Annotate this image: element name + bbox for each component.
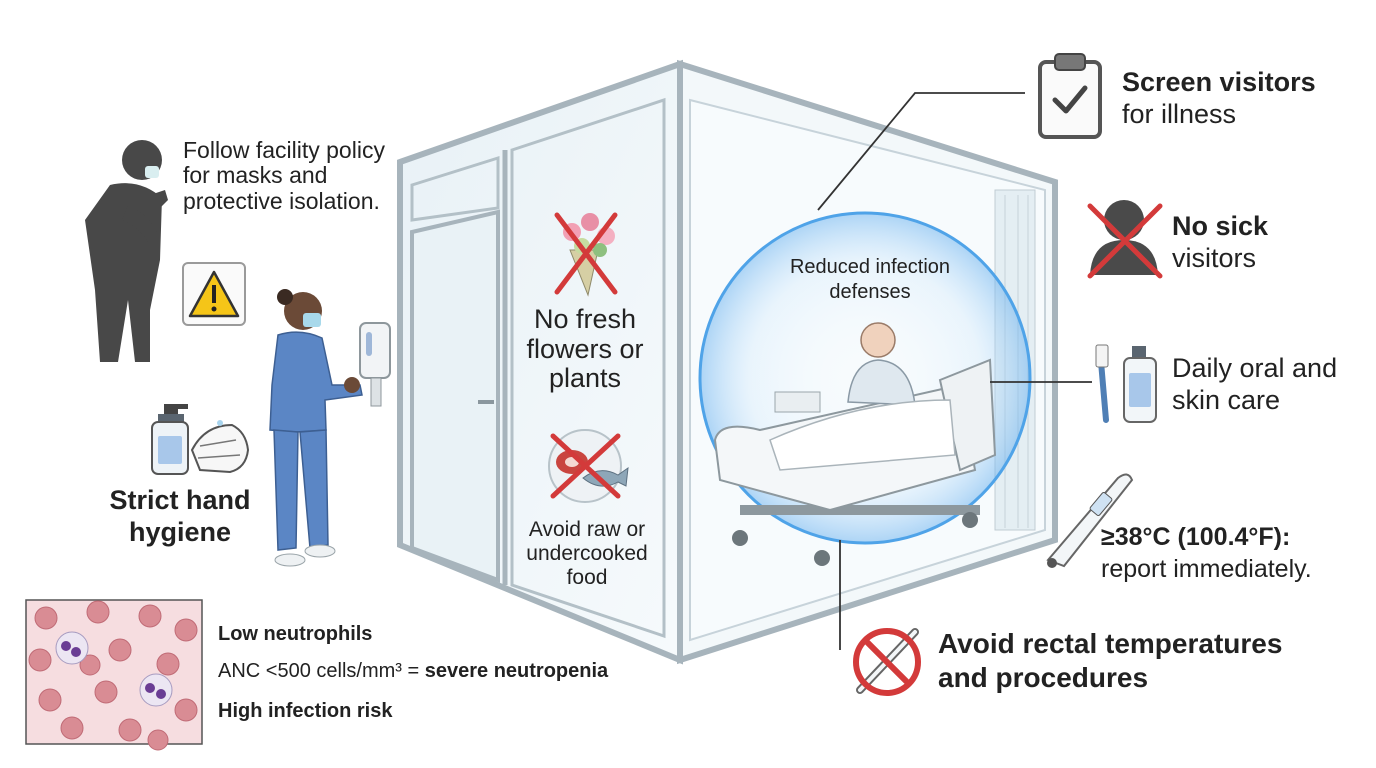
oral-care-label: Daily oral and skin care [1172,353,1338,415]
sick-person-crossed-icon [1087,200,1163,279]
flowers-crossed-icon [554,212,618,297]
raw-food-crossed-icon [548,429,629,503]
fever-threshold-subtitle: report immediately. [1101,555,1312,583]
rectal-thermometer-prohibited-icon [853,628,921,696]
screen-leader-line [817,92,1025,211]
screen-visitors-title: Screen visitors [1122,67,1316,97]
fever-threshold-title: ≥38°C (100.4°F): [1101,523,1291,551]
infection-risk-label: High infection risk [218,700,393,722]
avoid-food-label: Avoid raw or undercooked food [526,518,648,590]
lotion-bottle-icon [1123,346,1157,423]
warning-icon [182,262,246,326]
hand-sanitizer-icon [151,404,189,475]
mask-policy-label: Follow facility policy for masks and pro… [183,137,385,214]
thermometer-icon [1046,473,1134,568]
patient-bed-icon [713,322,997,566]
clipboard-check-icon [1038,53,1102,139]
no-sick-subtitle: visitors [1172,243,1257,273]
rectal-label: Avoid rectal temperatures and procedures [938,628,1283,694]
washing-hands-icon [190,420,250,474]
anc-prefix: ANC <500 cells/mm³ = [218,660,425,682]
blood-cells-icon [25,599,203,751]
anc-severity: severe neutropenia [424,660,609,682]
toothbrush-icon [1095,344,1109,423]
person-coughing-icon [85,140,168,362]
neutrophils-title: Low neutrophils [218,623,373,645]
no-flowers-label: No fresh flowers or plants [526,304,644,394]
nurse-icon [269,289,363,567]
no-sick-title: No sick [1172,211,1269,241]
anc-label: ANC <500 cells/mm³ = severe neutropenia [218,660,608,682]
soap-dispenser-icon [359,322,391,407]
hand-hygiene-label: Strict hand hygiene [109,485,251,548]
screen-visitors-subtitle: for illness [1122,99,1237,129]
reduced-defenses-label: Reduced infection defenses [789,256,951,303]
